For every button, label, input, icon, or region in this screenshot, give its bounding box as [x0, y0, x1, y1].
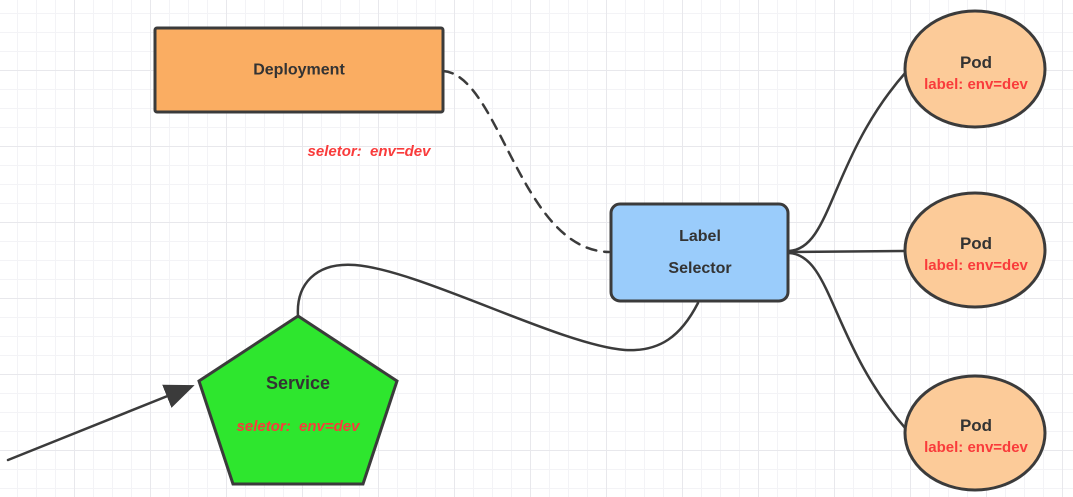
arrow-into-service[interactable] — [6, 384, 195, 462]
deployment-selector-note: seletor: env=dev — [307, 143, 431, 160]
pod-node-1[interactable] — [903, 9, 1047, 129]
pod-1-sub-label: label: env=dev — [924, 76, 1028, 93]
pod-3-sub-label: label: env=dev — [924, 439, 1028, 456]
deployment-node[interactable] — [153, 26, 445, 114]
pod-2-label-group: Pod label: env=dev — [924, 234, 1028, 274]
label-selector-label: Label Selector — [668, 228, 731, 278]
pod-node-2[interactable] — [903, 191, 1047, 309]
pod-1-label-group: Pod label: env=dev — [924, 53, 1028, 93]
pod-1-label: Pod — [959, 53, 993, 72]
edge-service-to-selector[interactable] — [296, 263, 700, 352]
label-selector-node[interactable] — [609, 202, 790, 303]
edge-selector-to-pod-3[interactable] — [787, 251, 908, 431]
pod-2-sub-label: label: env=dev — [924, 257, 1028, 274]
edge-selector-to-pod-1[interactable] — [787, 70, 908, 253]
service-node[interactable] — [197, 314, 399, 486]
pod-3-label: Pod — [959, 416, 993, 435]
label-selector-line1: Label — [679, 228, 721, 245]
pod-node-3[interactable] — [903, 374, 1047, 492]
edge-selector-to-pod-2[interactable] — [787, 249, 906, 254]
pod-2-label: Pod — [959, 234, 993, 253]
deployment-label: Deployment — [253, 61, 345, 79]
label-selector-line2: Selector — [668, 260, 732, 277]
edge-deployment-to-selector[interactable] — [441, 69, 611, 254]
service-label: Service — [265, 373, 331, 394]
pod-3-label-group: Pod label: env=dev — [924, 416, 1028, 456]
service-selector-note: seletor: env=dev — [236, 418, 360, 435]
